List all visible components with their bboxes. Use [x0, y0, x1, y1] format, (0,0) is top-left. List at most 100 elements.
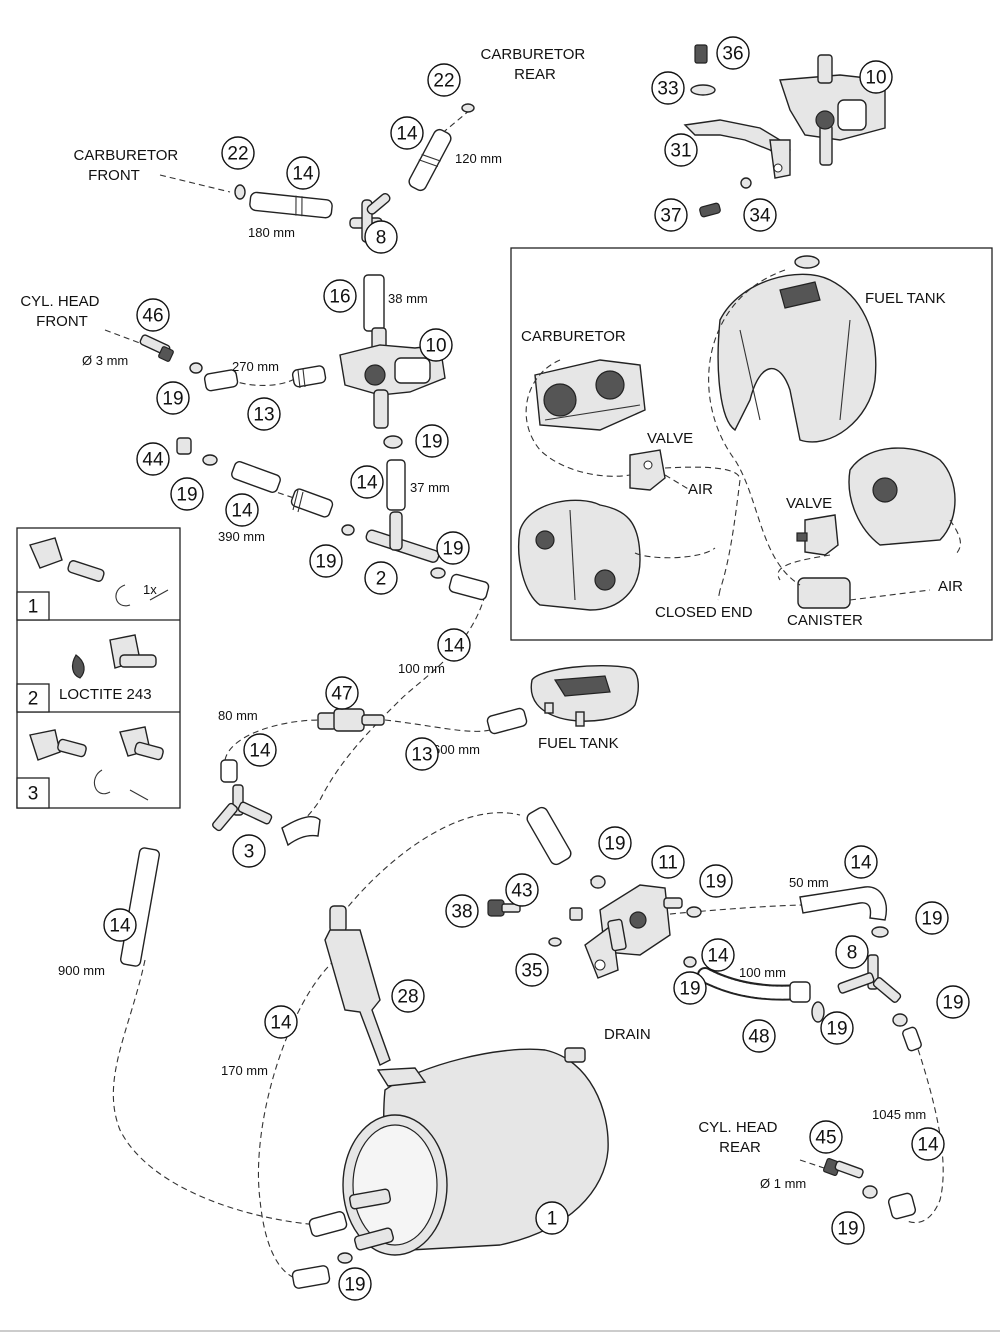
callout-number: 28	[397, 987, 418, 1008]
callout-c37: 37	[654, 198, 688, 232]
dim-180mm: 180 mm	[248, 225, 295, 240]
callout-number: 33	[657, 79, 678, 100]
dim-38mm: 38 mm	[388, 291, 428, 306]
clamp-19-i	[871, 926, 889, 938]
callout-circle	[831, 1211, 865, 1245]
fuel-tank-small	[530, 664, 639, 727]
callout-circle	[911, 1127, 945, 1161]
callout-number: 19	[176, 485, 197, 506]
callout-c19d: 19	[309, 544, 343, 578]
clamp-19-j	[811, 1001, 825, 1023]
callout-circle	[716, 36, 750, 70]
callout-circle	[936, 985, 970, 1019]
callout-number: 14	[356, 473, 378, 494]
callout-number: 44	[142, 450, 164, 471]
callout-number: 19	[705, 872, 726, 893]
callout-circle	[325, 676, 359, 710]
callout-c8b: 8	[835, 935, 869, 969]
callout-number: 8	[376, 228, 387, 249]
callout-c47: 47	[325, 676, 359, 710]
callout-c45: 45	[809, 1120, 843, 1154]
label-carburetor-front: CARBURETOR FRONT	[74, 147, 183, 184]
callout-circle	[664, 133, 698, 167]
callout-c13b: 13	[405, 737, 439, 771]
clamp-19-g	[686, 906, 702, 918]
callout-number: 45	[815, 1128, 836, 1149]
hose-48-corrugated	[697, 967, 811, 1003]
callout-circle	[243, 733, 277, 767]
hose-14-37mm	[386, 459, 406, 511]
hose-13-600mm-end	[486, 707, 528, 735]
callout-number: 46	[142, 306, 163, 327]
callout-number: 10	[425, 336, 446, 357]
callout-circle	[673, 971, 707, 1005]
dim-80mm: 80 mm	[218, 708, 258, 723]
callout-c14c: 14	[350, 465, 384, 499]
callout-c36: 36	[716, 36, 750, 70]
callout-number: 14	[270, 1013, 292, 1034]
clamp-19-l	[337, 1252, 353, 1264]
callout-c14j: 14	[701, 938, 735, 972]
callout-c22b: 22	[221, 136, 255, 170]
callout-number: 1	[547, 1209, 558, 1230]
fuel-valve-10-left	[339, 327, 446, 429]
callout-c14i: 14	[844, 845, 878, 879]
callout-c14a: 14	[390, 116, 424, 150]
dim-1mm: Ø 1 mm	[760, 1176, 806, 1191]
hose-14-900mm	[119, 847, 161, 967]
callout-number: 31	[670, 141, 691, 162]
clamp-19-f	[590, 875, 606, 889]
callout-circle	[820, 1011, 854, 1045]
fuel-pump-1	[342, 1047, 609, 1256]
filter-43	[569, 907, 583, 921]
callout-circle	[809, 1120, 843, 1154]
dim-600mm: 600 mm	[433, 742, 480, 757]
hose-14-1045mm-top	[902, 1026, 922, 1052]
callout-c14b: 14	[286, 156, 320, 190]
hose-14-390mm	[231, 461, 334, 518]
hose-14-100mm-end	[448, 573, 490, 601]
callout-c19g: 19	[699, 864, 733, 898]
callout-circle	[364, 561, 398, 595]
callout-number: 19	[826, 1019, 847, 1040]
callout-c8a: 8	[364, 220, 398, 254]
callout-circle	[264, 1005, 298, 1039]
clamp-19-k	[892, 1013, 908, 1027]
dim-900mm: 900 mm	[58, 963, 105, 978]
clamp-19-b	[383, 435, 403, 449]
callout-number: 14	[917, 1135, 939, 1156]
callout-circle	[364, 220, 398, 254]
callout-number: 19	[315, 552, 336, 573]
clamp-19-c	[202, 454, 218, 466]
callout-circle	[835, 935, 869, 969]
callout-c11: 11	[651, 845, 685, 879]
dim-270mm: 270 mm	[232, 359, 279, 374]
inset-label-fuel-tank: FUEL TANK	[865, 290, 946, 307]
callout-circle	[701, 938, 735, 972]
dim-100mm-b: 100 mm	[739, 965, 786, 980]
callout-number: 19	[604, 834, 625, 855]
callout-circle	[419, 328, 453, 362]
callout-circle	[391, 979, 425, 1013]
dim-1045mm: 1045 mm	[872, 1107, 926, 1122]
callout-circle	[221, 136, 255, 170]
callout-circle	[505, 873, 539, 907]
callout-circle	[598, 826, 632, 860]
callout-c14e: 14	[437, 628, 471, 662]
inset-tank-cap	[794, 255, 820, 269]
callout-c44: 44	[136, 442, 170, 476]
callout-circle	[156, 381, 190, 415]
inset-label-canister: CANISTER	[787, 612, 863, 629]
callout-circle	[309, 544, 343, 578]
callout-circle	[286, 156, 320, 190]
hose-14-1045mm-end	[887, 1192, 917, 1220]
clamp-19-d	[341, 524, 355, 536]
callout-c33: 33	[651, 71, 685, 105]
callout-number: 19	[344, 1275, 365, 1296]
callout-circle	[743, 198, 777, 232]
label-carburetor-rear-line1: CARBURETOR	[481, 46, 586, 63]
callout-c14k: 14	[911, 1127, 945, 1161]
callout-c38: 38	[445, 894, 479, 928]
callout-circle	[136, 442, 170, 476]
inset-label-air-1: AIR	[688, 481, 713, 498]
